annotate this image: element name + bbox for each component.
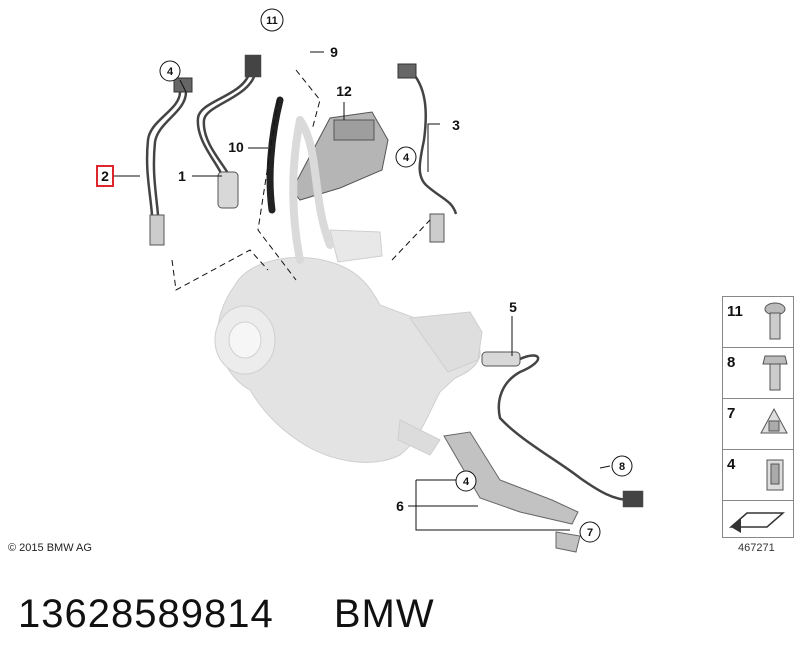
legend-num: 8 [727,354,736,371]
callout-10[interactable]: 10 [228,139,244,155]
callout-8[interactable]: 8 [611,455,633,477]
retaining-clip-icon [766,459,784,491]
sensor-2-part [145,77,193,246]
solid-leaders [112,51,611,531]
part-number: 13628589814 [18,592,274,636]
hex-bolt-icon [762,355,788,391]
legend-num: 7 [727,405,736,422]
exhaust-manifold-ghost [214,229,483,463]
callout-11-label: 11 [266,15,278,27]
mounting-bracket-icon [729,512,785,533]
callout-3-label: 3 [452,117,460,133]
callout-4-right[interactable]: 4 [395,146,417,168]
callout-4b-label: 4 [403,152,410,164]
sensor-5-part [481,351,644,508]
vacuum-hose-part [266,96,284,214]
legend-row-4[interactable]: 4 [723,450,793,501]
copyright-notice: © 2015 BMW AG [8,542,92,554]
callout-9[interactable]: 9 [330,44,338,60]
callout-2-label: 2 [101,168,109,184]
callout-6[interactable]: 6 [396,498,404,514]
clip-nut-icon [760,407,788,434]
sensor-3-part [397,63,458,243]
callout-1-label: 1 [178,168,186,184]
part-number-line: 13628589814 BMW [18,592,435,637]
callout-4-lower[interactable]: 4 [455,470,477,492]
legend-row-bracket[interactable] [723,501,793,537]
diagram-id: 467271 [738,542,775,554]
callout-5[interactable]: 5 [509,299,517,315]
callout-3[interactable]: 3 [452,117,460,133]
dashed-leaders [171,69,431,291]
bolt-icon [764,302,786,340]
legend-num: 11 [727,303,743,320]
callout-4-upper-left[interactable]: 4 [159,60,181,82]
callout-8-label: 8 [619,461,625,473]
legend-row-7[interactable]: 7 [723,399,793,450]
callout-9-label: 9 [330,44,338,60]
callout-12[interactable]: 12 [336,83,352,99]
callout-6-label: 6 [396,498,404,514]
callout-7-label: 7 [587,527,593,539]
callout-12-label: 12 [336,83,352,99]
ghost-tubes [289,116,334,264]
callout-4c-label: 4 [463,476,470,488]
callout-4a-label: 4 [167,66,174,78]
callout-1[interactable]: 1 [178,168,186,184]
callout-11[interactable]: 11 [260,8,284,32]
sensor-1-part [196,54,262,209]
callout-5-label: 5 [509,299,517,315]
callout-7[interactable]: 7 [579,521,601,543]
fastener-legend: 11 8 7 4 [722,296,794,538]
callout-2[interactable]: 2 [96,165,114,187]
brand-name: BMW [333,592,435,636]
legend-num: 4 [727,456,736,473]
callout-10-label: 10 [228,139,244,155]
legend-row-11[interactable]: 11 [723,297,793,348]
legend-row-8[interactable]: 8 [723,348,793,399]
sensor-mount-bracket-part [443,431,581,553]
